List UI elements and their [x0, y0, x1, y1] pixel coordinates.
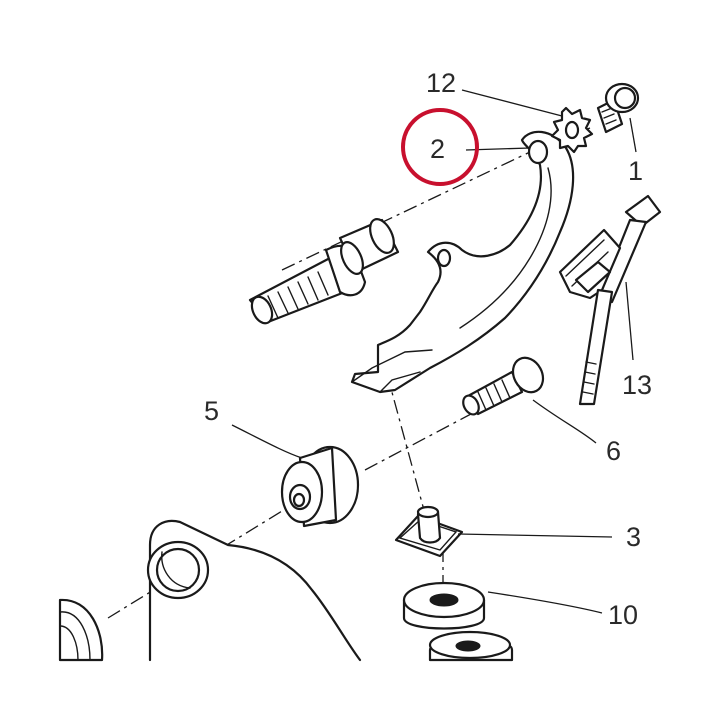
callout-1: 1 [628, 156, 643, 186]
bracket-part-2 [350, 130, 575, 394]
grommet-part-5 [280, 445, 360, 528]
pulley-fragment [58, 598, 104, 662]
callout-10: 10 [608, 600, 638, 630]
housing-cover [146, 519, 362, 662]
stud-shaft [248, 218, 400, 325]
screw-part-1 [596, 82, 640, 134]
rubber-bush-part-10 [402, 581, 486, 630]
bottom-bush [428, 630, 514, 662]
cable-tie-part-13 [558, 194, 662, 406]
callout-3: 3 [626, 522, 641, 552]
callout-2: 2 [430, 134, 445, 164]
highlight-ring [401, 108, 479, 186]
callout-labels: 12 2 1 13 5 6 3 10 [204, 68, 652, 630]
lock-washer-part-12 [550, 106, 594, 154]
bolt-part-6 [462, 356, 545, 416]
callout-13: 13 [622, 370, 652, 400]
leader-lines [231, 89, 637, 614]
callout-5: 5 [204, 396, 219, 426]
clip-nut-part-3 [394, 505, 464, 558]
callout-6: 6 [606, 436, 621, 466]
callout-12: 12 [426, 68, 456, 98]
